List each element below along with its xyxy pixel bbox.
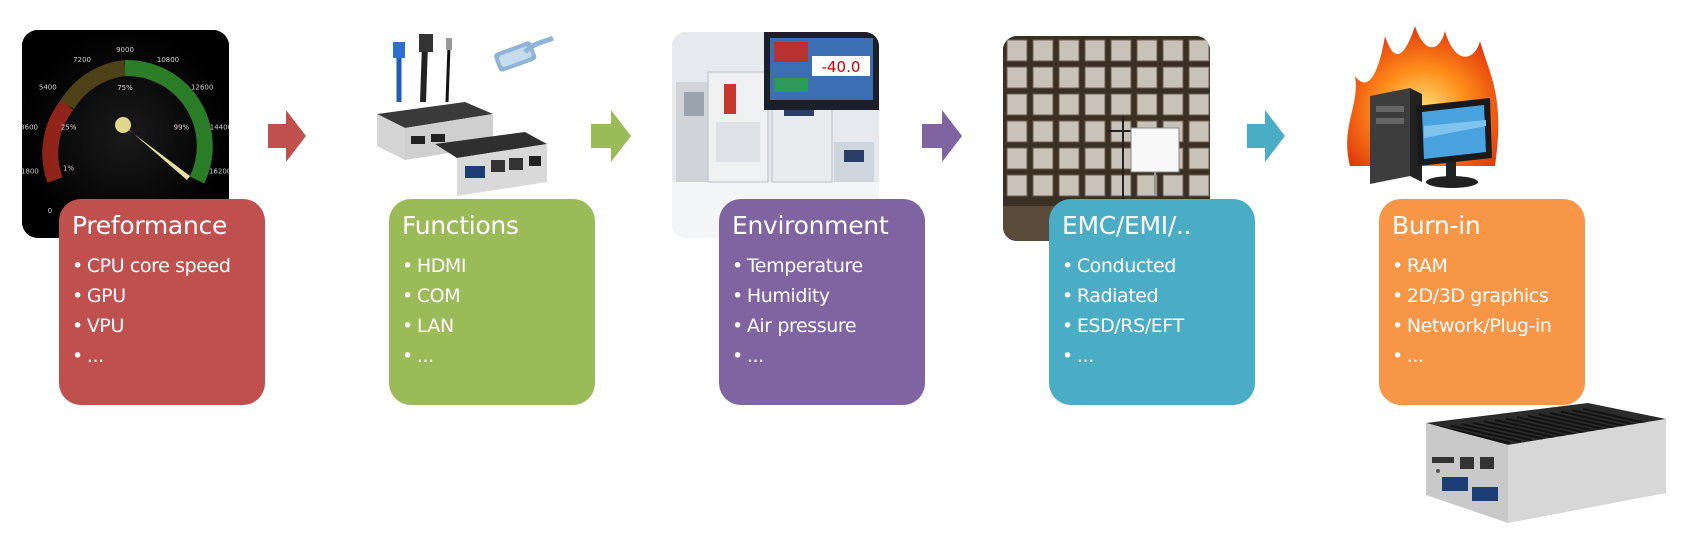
list-item: Conducted	[1062, 251, 1243, 281]
temperature-readout: -40.0	[822, 58, 861, 76]
list-item: ...	[1392, 341, 1573, 371]
gauge-tick-label: 12600	[191, 84, 213, 92]
list-item: ...	[732, 341, 913, 371]
burn-in-fire-image	[1340, 26, 1505, 196]
list-item: COM	[402, 281, 583, 311]
list-item: Network/Plug-in	[1392, 311, 1573, 341]
mini-pc-cables-image	[375, 32, 555, 200]
gauge-percent-label: 25%	[61, 124, 77, 132]
gauge-tick-label: 7200	[73, 56, 91, 64]
list-item: ...	[402, 341, 583, 371]
list-item: CPU core speed	[72, 251, 253, 281]
gauge-tick-label: 1800	[22, 168, 39, 176]
stage-list: Temperature Humidity Air pressure ...	[732, 251, 913, 371]
gauge-tick-label: 3600	[22, 124, 38, 132]
list-item: RAM	[1392, 251, 1573, 281]
stage-title: Burn-in	[1392, 211, 1573, 241]
stage-title: EMC/EMI/..	[1062, 211, 1243, 241]
list-item: VPU	[72, 311, 253, 341]
stage-title: Environment	[732, 211, 913, 241]
stage-title: Functions	[402, 211, 583, 241]
list-item: Radiated	[1062, 281, 1243, 311]
gauge-tick-label: 14400	[210, 124, 229, 132]
stage-list: HDMI COM LAN ...	[402, 251, 583, 371]
stage-card-functions: Functions HDMI COM LAN ...	[389, 199, 595, 405]
gauge-percent-label: 75%	[117, 84, 133, 92]
gauge-percent-label: 99%	[174, 124, 190, 132]
list-item: ESD/RS/EFT	[1062, 311, 1243, 341]
flow-arrow-icon	[591, 108, 633, 164]
stage-card-emc: EMC/EMI/.. Conducted Radiated ESD/RS/EFT…	[1049, 199, 1255, 405]
gauge-tick-label: 16200	[209, 168, 229, 176]
stage-card-environment: Environment Temperature Humidity Air pre…	[719, 199, 925, 405]
flow-arrow-icon	[922, 108, 964, 164]
gauge-tick-label: 0	[48, 207, 52, 215]
list-item: 2D/3D graphics	[1392, 281, 1573, 311]
list-item: Air pressure	[732, 311, 913, 341]
stage-list: Conducted Radiated ESD/RS/EFT ...	[1062, 251, 1243, 371]
list-item: GPU	[72, 281, 253, 311]
list-item: LAN	[402, 311, 583, 341]
list-item: Temperature	[732, 251, 913, 281]
list-item: HDMI	[402, 251, 583, 281]
gauge-tick-label: 10800	[157, 56, 179, 64]
gauge-tick-label: 5400	[39, 84, 57, 92]
flow-arrow-icon	[1247, 108, 1287, 164]
stage-list: CPU core speed GPU VPU ...	[72, 251, 253, 371]
stage-title: Preformance	[72, 211, 253, 241]
gauge-percent-label: 1%	[63, 165, 74, 173]
list-item: ...	[1062, 341, 1243, 371]
stage-card-burn-in: Burn-in RAM 2D/3D graphics Network/Plug-…	[1379, 199, 1585, 405]
list-item: ...	[72, 341, 253, 371]
gauge-tick-label: 9000	[116, 46, 134, 54]
flow-arrow-icon	[268, 108, 308, 164]
stage-list: RAM 2D/3D graphics Network/Plug-in ...	[1392, 251, 1573, 371]
list-item: Humidity	[732, 281, 913, 311]
stage-card-performance: Preformance CPU core speed GPU VPU ...	[59, 199, 265, 405]
